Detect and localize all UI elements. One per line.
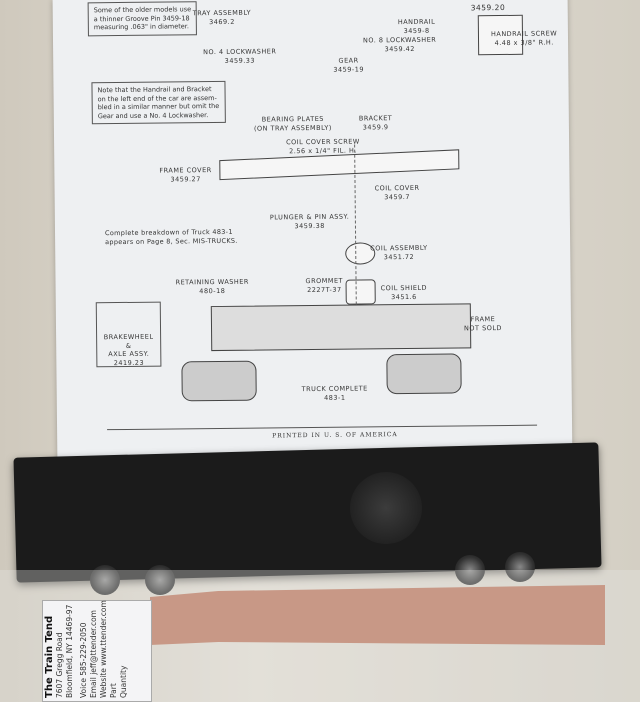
card-quantity-label: Quantity <box>119 665 128 698</box>
label-text: 3451.72 <box>383 252 415 262</box>
label-plunger: PLUNGER & PIN ASSY.3459.38 <box>270 213 350 232</box>
label-text: FRAME <box>470 315 496 324</box>
parts-diagram-sheet: Some of the older models use a thinner G… <box>52 0 573 468</box>
note-line: Some of the older models use <box>93 5 192 15</box>
printed-in-usa: PRINTED IN U. S. OF AMERICA <box>272 431 398 440</box>
label-text: 3459.27 <box>170 175 201 184</box>
dealer-label-card: The Train Tend 7607 Gregg Road Bloomfiel… <box>42 600 152 702</box>
wheel <box>90 565 120 595</box>
label-text: NOT SOLD <box>463 324 502 333</box>
label-text: RETAINING WASHER <box>175 277 249 287</box>
card-line: Website www.ttender.com <box>99 600 108 698</box>
label-text: 483-1 <box>324 393 346 402</box>
frame-drawing <box>210 303 472 352</box>
coil-shield-drawing <box>345 279 376 305</box>
card-line: Email jeff@ttender.com <box>89 610 98 698</box>
label-3459-20: 3459.20 <box>471 3 506 13</box>
card-part-label: Part <box>109 683 118 698</box>
label-text: 3459.33 <box>224 56 256 65</box>
label-text: TRUCK COMPLETE <box>301 384 368 394</box>
card-line: Voice 585-229-2050 <box>79 622 88 698</box>
label-text: (ON TRAY ASSEMBLY) <box>253 123 332 133</box>
label-text: BRACKET <box>358 114 393 123</box>
label-text: 4.48 x 3/8" R.H. <box>494 38 554 48</box>
brakewheel-box: BRAKEWHEEL & AXLE ASSY. 2419.23 <box>95 301 162 368</box>
wheel <box>505 552 535 582</box>
note-line: AXLE ASSY. <box>108 349 150 359</box>
card-line: 7607 Gregg Road <box>55 632 64 698</box>
coil-assembly <box>350 472 422 544</box>
note-line: 2419.23 <box>113 358 145 367</box>
label-text: 2.56 x 1/4" FIL. H. <box>289 146 357 156</box>
note-line: BRAKEWHEEL & <box>103 332 154 350</box>
label-text: NO. 4 LOCKWASHER <box>203 47 277 57</box>
card-title: The Train Tend <box>44 615 55 698</box>
footer-rule <box>107 424 538 431</box>
label-text: GROMMET <box>305 276 344 286</box>
copper-strip <box>150 585 605 645</box>
note-line: appears on Page 8, Sec. MIS-TRUCKS. <box>105 236 238 247</box>
label-text: HANDRAIL <box>397 17 436 27</box>
wheel <box>455 555 485 585</box>
card-line: Bloomfield, NY 14469-97 <box>65 604 74 698</box>
label-text: NO. 8 LOCKWASHER <box>362 35 437 45</box>
note-truck: Complete breakdown of Truck 483-1 appear… <box>105 228 238 247</box>
truck-drawing-right <box>386 353 462 395</box>
label-text: PLUNGER & PIN ASSY. <box>269 212 350 222</box>
label-text: FRAME COVER <box>159 166 212 175</box>
label-text: 3469.2 <box>209 17 235 27</box>
label-text: 3459-8 <box>403 26 430 36</box>
wheel <box>145 565 175 595</box>
label-text: GEAR <box>338 56 359 65</box>
label-text: COIL ASSEMBLY <box>370 243 428 253</box>
label-bearing-plates: BEARING PLATES(ON TRAY ASSEMBLY) <box>254 115 332 134</box>
label-text: COIL SHIELD <box>380 283 428 293</box>
truck-drawing-left <box>181 360 257 402</box>
label-text: 2227T-37 <box>307 285 342 295</box>
label-text: TRAY ASSEMBLY <box>192 8 252 18</box>
note-handrail: Note that the Handrail and Bracket on th… <box>91 80 226 125</box>
label-text: 3459-19 <box>333 65 365 74</box>
label-text: 3459.9 <box>362 123 389 132</box>
label-text: 3459.7 <box>384 192 411 202</box>
note-line: Gear and use a No. 4 Lockwasher. <box>97 110 209 120</box>
label-text: 3459.38 <box>294 221 325 231</box>
label-text: COIL COVER <box>374 183 420 193</box>
label-text: 3459.20 <box>470 2 506 13</box>
label-text: 3451.6 <box>391 292 417 302</box>
label-text: 480-18 <box>199 286 226 296</box>
label-text: 3459.42 <box>384 44 415 54</box>
note-line: measuring .063" in diameter. <box>93 22 189 32</box>
note-older-models: Some of the older models use a thinner G… <box>87 1 198 36</box>
